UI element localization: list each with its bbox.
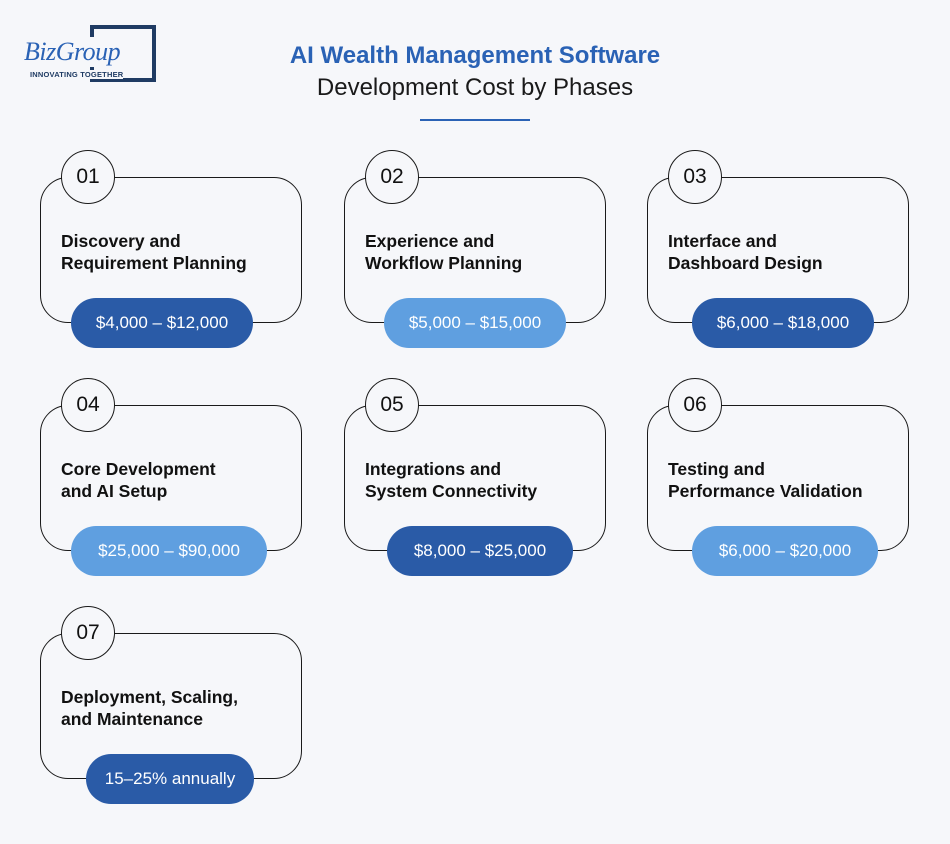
- phase-number: 05: [365, 378, 419, 432]
- phase-number: 06: [668, 378, 722, 432]
- phase-cost-badge: $5,000 – $15,000: [384, 298, 566, 348]
- bizgroup-logo: BizGroup INNOVATING TOGETHER: [24, 25, 159, 85]
- title-line-2: Development Cost by Phases: [316, 74, 634, 101]
- page-title: AI Wealth Management Software Developmen…: [0, 40, 950, 104]
- logo-word: BizGroup: [24, 37, 123, 67]
- phase-number: 03: [668, 150, 722, 204]
- phase-card-04: 04 Core Development and AI Setup $25,000…: [40, 378, 302, 576]
- phase-label: Experience and Workflow Planning: [365, 231, 523, 273]
- phase-label: Discovery and Requirement Planning: [61, 231, 247, 273]
- phase-card-03: 03 Interface and Dashboard Design $6,000…: [647, 150, 909, 348]
- phase-number: 07: [61, 606, 115, 660]
- phase-cost-badge: $6,000 – $18,000: [692, 298, 874, 348]
- phase-cost-badge: $8,000 – $25,000: [387, 526, 573, 576]
- phase-card-01: 01 Discovery and Requirement Planning $4…: [40, 150, 302, 348]
- logo-tagline: INNOVATING TOGETHER: [30, 70, 124, 79]
- title-divider: [420, 119, 530, 121]
- phase-number: 02: [365, 150, 419, 204]
- phase-label: Deployment, Scaling, and Maintenance: [61, 687, 238, 729]
- title-line-1: AI Wealth Management Software: [289, 42, 661, 69]
- phase-cost-badge: 15–25% annually: [86, 754, 254, 804]
- phase-number: 04: [61, 378, 115, 432]
- phase-cost-badge: $25,000 – $90,000: [71, 526, 267, 576]
- phase-card-07: 07 Deployment, Scaling, and Maintenance …: [40, 606, 302, 804]
- phase-cost-badge: $6,000 – $20,000: [692, 526, 878, 576]
- phase-card-05: 05 Integrations and System Connectivity …: [344, 378, 606, 576]
- phase-label: Interface and Dashboard Design: [668, 231, 823, 273]
- phase-label: Testing and Performance Validation: [668, 459, 863, 501]
- phase-number: 01: [61, 150, 115, 204]
- phase-cost-badge: $4,000 – $12,000: [71, 298, 253, 348]
- phase-card-02: 02 Experience and Workflow Planning $5,0…: [344, 150, 606, 348]
- phase-card-06: 06 Testing and Performance Validation $6…: [647, 378, 909, 576]
- phase-label: Integrations and System Connectivity: [365, 459, 538, 501]
- phase-label: Core Development and AI Setup: [61, 459, 216, 501]
